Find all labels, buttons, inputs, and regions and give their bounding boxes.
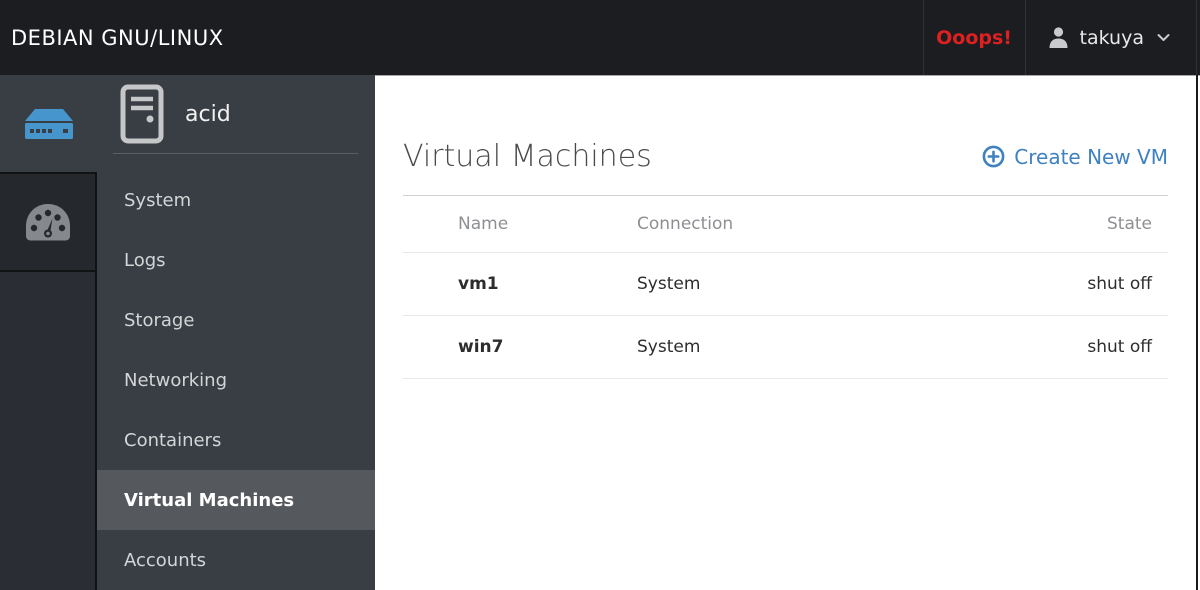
vm-name-cell[interactable]: win7 [403,315,637,379]
user-icon [1048,26,1069,49]
sidebar-item-virtual-machines[interactable]: Virtual Machines [97,470,375,530]
sidebar-item-containers[interactable]: Containers [124,429,222,451]
circle-plus-icon [982,145,1005,168]
vm-table-header-row: Name Connection State [403,195,1168,253]
vm-name-cell[interactable]: vm1 [403,252,637,316]
oops-error-button[interactable]: Ooops! [922,0,1026,75]
server-tower-icon [120,84,164,144]
sidebar-item-networking[interactable]: Networking [124,369,227,391]
chevron-down-icon [1157,33,1170,42]
create-new-vm-button[interactable]: Create New VM [982,145,1168,169]
gauge-icon [23,201,73,243]
sidebar: acid System Logs Storage Networking Cont… [97,75,375,590]
topbar-spacer [224,0,923,75]
title-row: Virtual Machines Create New VM [403,139,1168,174]
column-header-state: State [925,195,1168,253]
sidebar-item-system[interactable]: System [124,189,192,211]
create-new-vm-label: Create New VM [1014,144,1168,169]
user-name-label: takuya [1079,26,1144,49]
page-title: Virtual Machines [403,139,652,174]
main-content: Virtual Machines Create New VM Name Conn… [375,75,1200,590]
server-tray-icon [23,107,75,141]
topbar-end-separator [1196,0,1200,75]
host-tab-acid[interactable] [0,75,97,172]
column-header-connection: Connection [637,195,926,253]
host-strip-filler [0,272,97,590]
sidebar-menu: System Logs Storage Networking Container… [97,154,375,590]
vm-table: Name Connection State vm1 System shut of… [403,195,1168,379]
vm-connection-cell: System [637,252,926,316]
top-navbar: DEBIAN GNU/LINUX Ooops! takuya [0,0,1200,75]
vm-row-vm1[interactable]: vm1 System shut off [403,252,1168,316]
brand-title: DEBIAN GNU/LINUX [11,25,224,50]
column-header-name: Name [403,195,637,253]
page-body: acid System Logs Storage Networking Cont… [0,75,1200,590]
sidebar-item-accounts[interactable]: Accounts [124,549,207,571]
sidebar-item-storage[interactable]: Storage [124,309,195,331]
window-right-edge [1196,75,1198,590]
dashboard-tab[interactable] [0,172,97,272]
sidebar-item-logs[interactable]: Logs [124,249,166,271]
host-name-label: acid [185,101,231,127]
vm-state-cell: shut off [925,315,1168,379]
vm-connection-cell: System [637,315,926,379]
vm-state-cell: shut off [925,252,1168,316]
user-menu[interactable]: takuya [1026,0,1196,75]
host-strip [0,75,97,590]
sidebar-host-header[interactable]: acid [97,75,375,153]
sidebar-divider [113,153,358,154]
vm-row-win7[interactable]: win7 System shut off [403,315,1168,379]
